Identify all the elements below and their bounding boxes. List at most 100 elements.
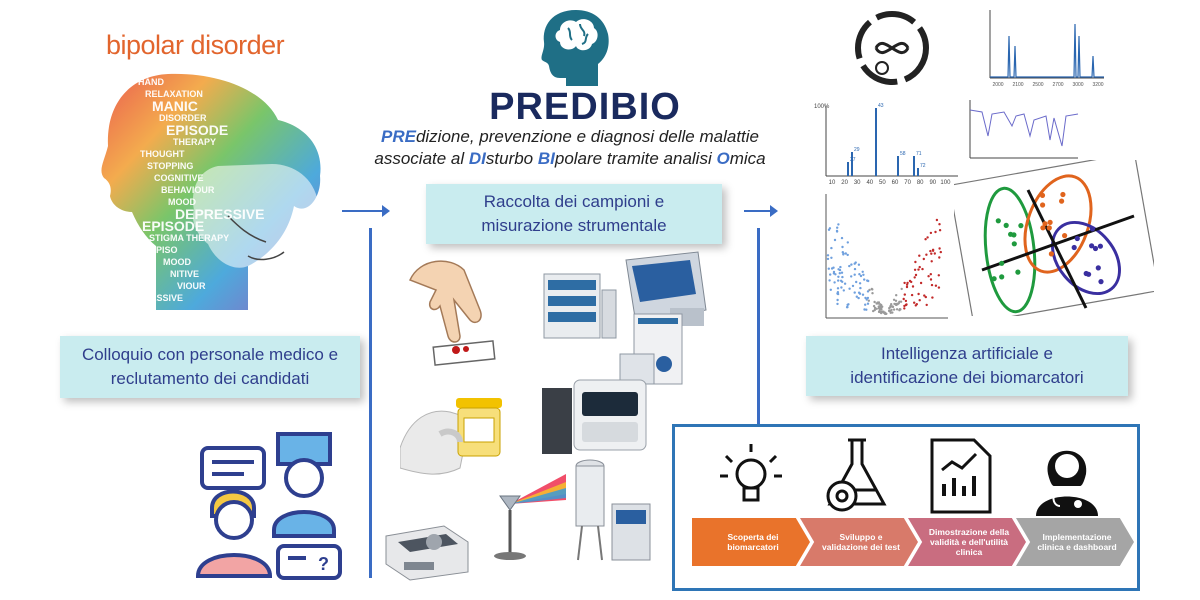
volcano-point: [927, 275, 930, 278]
volcano-point: [892, 298, 896, 301]
pca-points: [991, 191, 1104, 285]
mass-spectrometer-icon: [618, 310, 688, 395]
chromatogram-tick: 3200: [1092, 82, 1103, 88]
pipeline-step-label: Scoperta dei biomarcatori: [727, 532, 779, 552]
volcano-point: [865, 298, 868, 301]
word-cloud-word: RESSIVE: [144, 293, 184, 303]
volcano-point: [930, 252, 933, 255]
volcano-point: [923, 294, 926, 297]
mass-spec-tick: 30: [854, 180, 861, 186]
volcano-point: [850, 275, 853, 278]
volcano-point: [938, 223, 941, 226]
volcano-point: [910, 280, 913, 284]
volcano-point: [859, 286, 862, 290]
pca-point: [1042, 221, 1048, 227]
volcano-point: [861, 293, 865, 296]
volcano-point: [906, 281, 909, 285]
volcano-point: [833, 281, 836, 284]
volcano-point: [828, 227, 832, 230]
pca-point: [1092, 245, 1099, 252]
volcano-point: [939, 250, 942, 254]
arrow-head-1: [382, 205, 390, 217]
volcano-point: [899, 300, 903, 303]
vertical-divider-left: [369, 228, 372, 578]
box-ai-biomarkers: Intelligenza artificiale e identificazio…: [806, 336, 1128, 396]
volcano-point: [826, 257, 830, 261]
volcano-point: [911, 285, 915, 288]
subtitle-text: sturbo: [485, 149, 538, 168]
word-cloud-word: MANIC: [152, 98, 198, 114]
volcano-point: [839, 279, 843, 282]
volcano-point: [839, 265, 842, 269]
volcano-point: [866, 290, 870, 293]
volcano-point: [827, 267, 830, 270]
volcano-point: [873, 300, 876, 304]
volcano-point: [903, 281, 906, 285]
pca-point: [1011, 232, 1017, 238]
volcano-point: [913, 268, 917, 271]
volcano-point: [892, 308, 896, 311]
volcano-point: [836, 292, 839, 295]
word-cloud-word: MOOD: [163, 257, 191, 267]
volcano-point: [934, 230, 937, 234]
volcano-point: [868, 288, 871, 292]
arrow-head-2: [770, 205, 778, 217]
volcano-point: [890, 303, 893, 306]
word-cloud-word: STIGMA THERAPY: [149, 233, 230, 243]
word-cloud-word: NITIVE: [170, 269, 200, 279]
volcano-point: [925, 253, 928, 256]
volcano-point: [844, 252, 847, 255]
volcano-point: [905, 303, 908, 306]
volcano-point: [846, 305, 849, 309]
volcano-point: [830, 267, 834, 270]
word-cloud-word: VIOUR: [177, 281, 206, 291]
volcano-point: [924, 295, 927, 299]
volcano-point: [837, 268, 840, 271]
lc-ms-instrument-icon: [540, 250, 710, 345]
volcano-point: [925, 303, 928, 307]
pca-point: [1059, 198, 1065, 204]
subtitle-highlight: O: [716, 149, 730, 168]
volcano-point: [858, 273, 861, 276]
doctor-stethoscope-icon: [1030, 434, 1104, 521]
pipeline-step-label: Dimostrazione della validità e dell'util…: [928, 527, 1010, 557]
volcano-point: [878, 305, 881, 308]
volcano-point: [840, 286, 843, 289]
volcano-point: [913, 301, 916, 304]
mass-spec-y-label: 100%: [814, 104, 830, 110]
svg-text:?: ?: [318, 554, 329, 574]
uv-vis-spectrophotometer-icon: [384, 512, 470, 587]
volcano-point: [898, 300, 901, 303]
volcano-point: [842, 289, 845, 292]
pipeline-step-label: Sviluppo e validazione dei test: [822, 532, 900, 552]
chromatogram-tick: 2000: [992, 82, 1003, 88]
volcano-point: [840, 271, 844, 274]
volcano-point: [858, 292, 862, 295]
pipeline-step: Implementazione clinica e dashboard: [1016, 518, 1134, 566]
word-cloud-word: DISORDER: [159, 113, 207, 123]
word-cloud-word: PISO: [156, 245, 178, 255]
volcano-point: [858, 282, 862, 285]
volcano-point: [910, 293, 914, 297]
volcano-point: [841, 275, 844, 279]
volcano-point: [842, 253, 845, 256]
pca-point: [1046, 225, 1052, 231]
pca-point: [1047, 219, 1053, 225]
finger-blood-sample-icon: [400, 250, 516, 371]
volcano-point: [851, 284, 855, 288]
nmr-spectrometer-icon: [562, 456, 652, 571]
mass-spec-peak-label: 58: [900, 151, 906, 157]
volcano-point: [889, 311, 892, 314]
volcano-point: [903, 304, 906, 308]
mass-spec-tick: 40: [866, 180, 873, 186]
volcano-point: [938, 256, 941, 259]
volcano-point: [913, 276, 916, 279]
pca-point: [995, 218, 1001, 224]
volcano-point: [853, 273, 856, 276]
